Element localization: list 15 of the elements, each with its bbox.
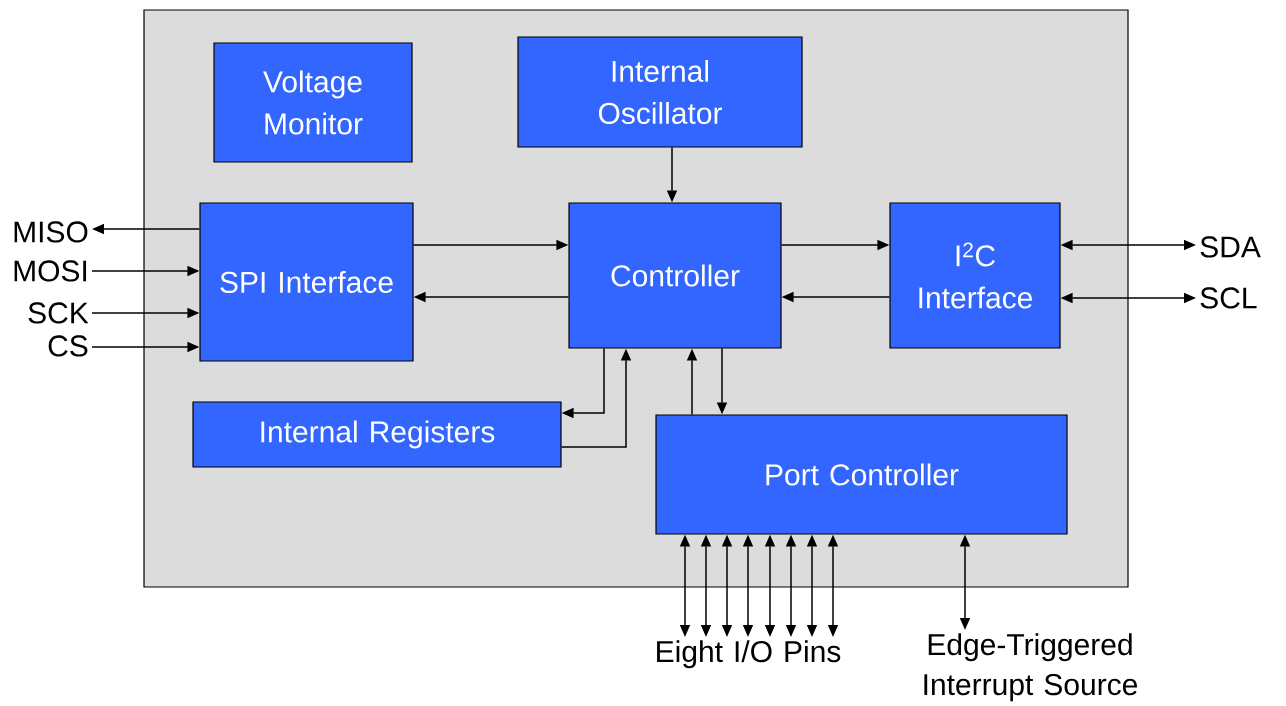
block-box: Voltage Monitor bbox=[213, 42, 413, 163]
block-box: Internal Registers bbox=[192, 401, 562, 468]
block-box: SPI Interface bbox=[199, 202, 414, 362]
signal-label: SDA bbox=[1200, 236, 1261, 258]
signal-label: SCK bbox=[28, 302, 89, 324]
signal-label: Edge-Triggered Interrupt Source bbox=[924, 633, 1138, 702]
block-box: Port Controller bbox=[655, 414, 1068, 535]
signal-label: MISO bbox=[14, 221, 88, 243]
signal-label: SCL bbox=[1200, 287, 1257, 309]
signal-label: CS bbox=[48, 335, 88, 357]
block-box: Internal Oscillator bbox=[517, 36, 803, 148]
signal-label: MOSI bbox=[14, 260, 87, 282]
block-box: Controller bbox=[568, 202, 782, 349]
block-box: I$^{2}$C Interface bbox=[889, 202, 1061, 349]
signal-label: Eight I/O Pins bbox=[657, 640, 841, 669]
